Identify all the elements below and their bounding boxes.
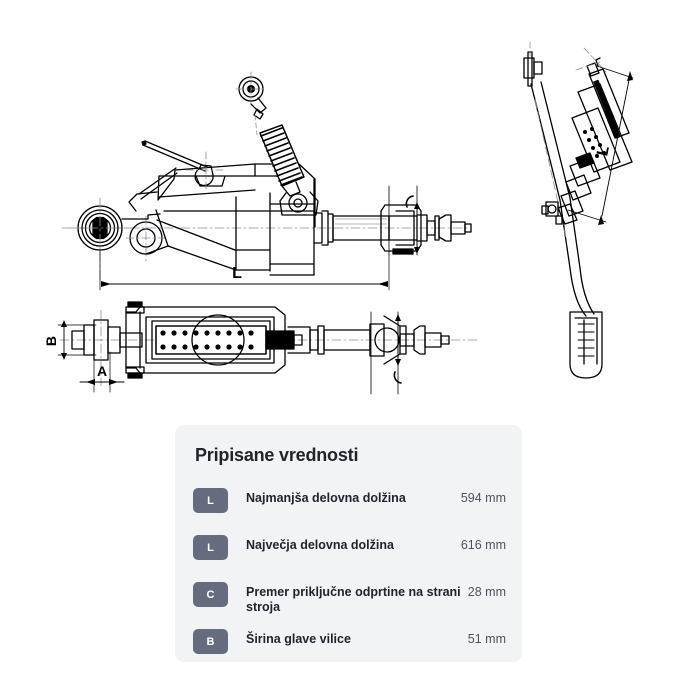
dimension-badge-c: C xyxy=(193,582,228,607)
knurled-handle xyxy=(259,124,319,216)
dimension-c-plan xyxy=(370,311,402,395)
panel-title: Pripisane vrednosti xyxy=(195,445,359,465)
dimension-l-top: L xyxy=(99,249,390,291)
spec-value: 616 mm xyxy=(460,538,506,552)
plan-threaded-rod xyxy=(155,314,303,366)
spec-label: Najmanjša delovna dolžina xyxy=(246,491,406,505)
side-elevation-view: L xyxy=(61,71,472,291)
plan-cylinder xyxy=(287,315,407,365)
svg-text:L: L xyxy=(232,265,242,282)
plan-stud xyxy=(399,325,450,355)
dimension-c-top xyxy=(388,185,420,256)
ball-joint-eye xyxy=(69,197,131,281)
threaded-stud xyxy=(426,214,472,242)
table-row: L Največja delovna dolžina 616 mm xyxy=(193,534,506,570)
ring-pin xyxy=(235,71,267,136)
svg-text:A: A xyxy=(97,363,107,379)
svg-text:L: L xyxy=(594,144,613,157)
dimension-badge-b: B xyxy=(193,629,228,654)
fork-head xyxy=(71,309,143,387)
table-row: B Širina glave vilice 51 mm xyxy=(193,628,506,664)
spec-label: Največja delovna dolžina xyxy=(246,538,394,552)
table-row: L Najmanjša delovna dolžina 594 mm xyxy=(193,487,506,523)
slotted-plate xyxy=(569,311,603,379)
spec-row-list: L Najmanjša delovna dolžina 594 mm L Naj… xyxy=(193,487,506,664)
spec-value: 28 mm xyxy=(467,585,506,599)
installed-perspective-view: L xyxy=(523,41,634,379)
upper-bracket xyxy=(523,41,543,87)
dimension-l-perspective: L xyxy=(567,65,634,225)
clevis-fork xyxy=(380,204,428,255)
assigned-values-panel: Pripisane vrednosti L Najmanjša delovna … xyxy=(175,425,522,662)
lower-pin-bracket xyxy=(541,201,563,225)
inclined-top-link xyxy=(557,47,633,225)
dimension-badge-l-min: L xyxy=(193,488,228,513)
svg-text:B: B xyxy=(43,336,59,346)
plan-housing xyxy=(125,306,286,374)
table-row: C Premer priključne odprtine na strani s… xyxy=(193,581,506,617)
dimension-badge-l-max: L xyxy=(193,535,228,560)
dimension-b: B xyxy=(43,320,97,360)
spec-label: Širina glave vilice xyxy=(246,632,351,646)
spec-value: 51 mm xyxy=(467,632,506,646)
dimension-a: A xyxy=(79,351,125,393)
release-lever xyxy=(141,140,227,191)
spec-label: Premer priključne odprtine na strani str… xyxy=(246,585,461,614)
body-housing xyxy=(121,163,316,276)
plan-view: B A xyxy=(43,301,479,395)
spec-value: 594 mm xyxy=(460,491,506,505)
